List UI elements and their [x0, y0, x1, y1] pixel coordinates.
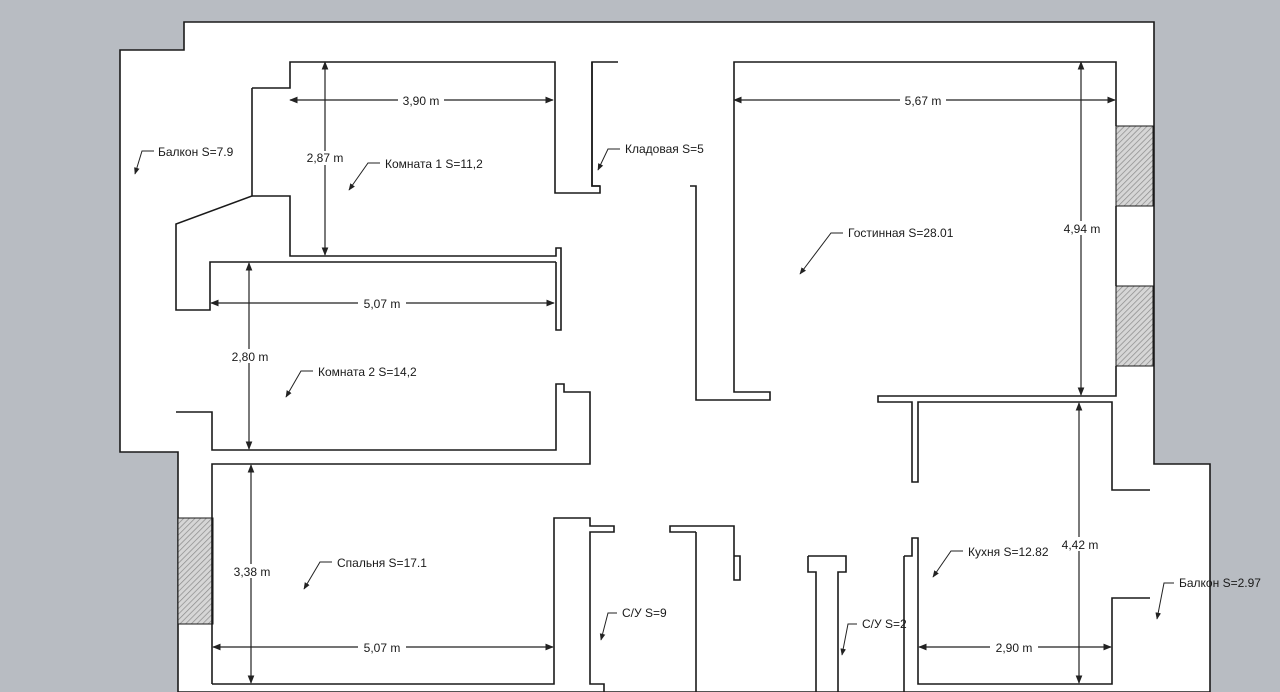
wall-bath2 — [807, 555, 847, 692]
dim-kitchen-width: 2,90 m — [996, 641, 1033, 655]
room-label-pantry: Кладовая S=5 — [625, 142, 704, 156]
room-label-kitchen: Кухня S=12.82 — [968, 545, 1049, 559]
wall-room1-bottom — [252, 195, 562, 331]
dimension-label-backgrounds — [226, 93, 1106, 654]
dim-bedroom-width: 5,07 m — [364, 641, 401, 655]
room-label-room2: Комната 2 S=14,2 — [318, 365, 417, 379]
leader-pantry — [597, 148, 620, 171]
window-living-top — [1115, 125, 1154, 207]
window-bedroom — [177, 517, 214, 625]
wall-bath1 — [669, 525, 741, 581]
wall-living-right — [877, 206, 1150, 491]
dim-room2-height: 2,80 m — [232, 350, 269, 364]
dim-kitchen-height: 4,42 m — [1062, 538, 1099, 552]
dimension-labels: 3,90 m 2,87 m 5,67 m 4,94 m 5,07 m 2,80 … — [232, 94, 1101, 655]
dim-room1-height: 2,87 m — [307, 151, 344, 165]
leader-bath2 — [840, 623, 857, 656]
wall-kitchen — [904, 537, 1150, 685]
room-label-bath1: С/У S=9 — [622, 606, 667, 620]
room-label-bedroom: Спальня S=17.1 — [337, 556, 427, 570]
outer-boundary — [119, 21, 1211, 692]
interior-walls — [175, 61, 1150, 692]
leader-balcony-left — [134, 150, 154, 175]
leader-balcony-right — [1155, 582, 1174, 620]
room-label-balcony-left: Балкон S=7.9 — [158, 145, 234, 159]
room-label-bath2: С/У S=2 — [862, 617, 907, 631]
leader-room1 — [348, 162, 380, 191]
dim-living-height: 4,94 m — [1064, 222, 1101, 236]
room-label-room1: Комната 1 S=11,2 — [385, 157, 483, 171]
room-labels: Балкон S=7.9 Комната 1 S=11,2 Кладовая S… — [158, 142, 1261, 631]
leader-bedroom — [303, 561, 332, 590]
wall-pantry — [591, 61, 1117, 401]
window-living-bottom — [1115, 285, 1154, 367]
wall-room2-bottom — [176, 383, 591, 684]
dim-living-width: 5,67 m — [905, 94, 942, 108]
wall-bedroom-right — [212, 517, 615, 692]
room-label-living: Гостинная S=28.01 — [848, 226, 954, 240]
leader-bath1 — [599, 612, 617, 641]
dim-room2-width: 5,07 m — [364, 297, 401, 311]
leader-room2 — [285, 370, 313, 398]
room-leaders — [134, 148, 1174, 656]
dim-room1-width: 3,90 m — [403, 94, 440, 108]
leader-living — [799, 232, 843, 275]
dim-bedroom-height: 3,38 m — [234, 565, 271, 579]
leader-kitchen — [932, 550, 963, 578]
room-label-balcony-right: Балкон S=2.97 — [1179, 576, 1261, 590]
